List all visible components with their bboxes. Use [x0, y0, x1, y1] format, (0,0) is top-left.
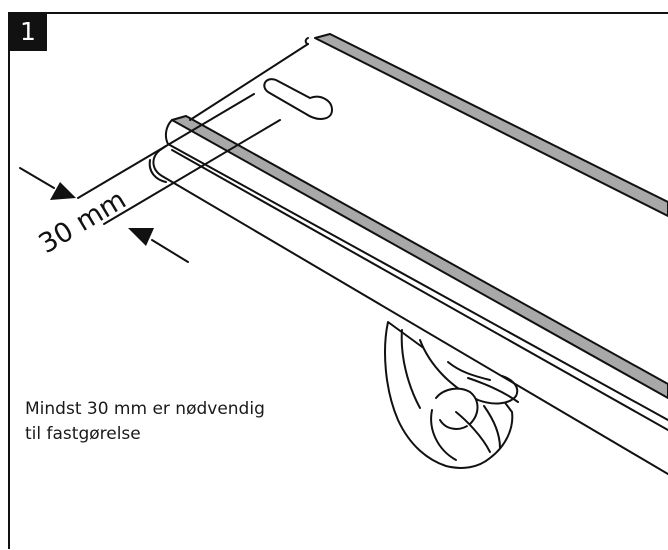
hand-illustration	[384, 321, 519, 469]
instruction-caption: Mindst 30 mm er nødvendig til fastgørels…	[25, 397, 355, 447]
top-strip	[314, 33, 668, 217]
keyhole-slot	[263, 78, 333, 120]
arrow-head-lower	[128, 228, 154, 246]
caption-line-2: til fastgørelse	[25, 424, 141, 444]
front-strip	[171, 115, 668, 399]
dimension-indicator	[19, 93, 281, 263]
step-number-badge: 1	[9, 13, 47, 51]
arrow-head-upper	[50, 182, 76, 200]
caption-line-1: Mindst 30 mm er nødvendig	[25, 399, 265, 419]
rail-profile	[148, 33, 668, 475]
